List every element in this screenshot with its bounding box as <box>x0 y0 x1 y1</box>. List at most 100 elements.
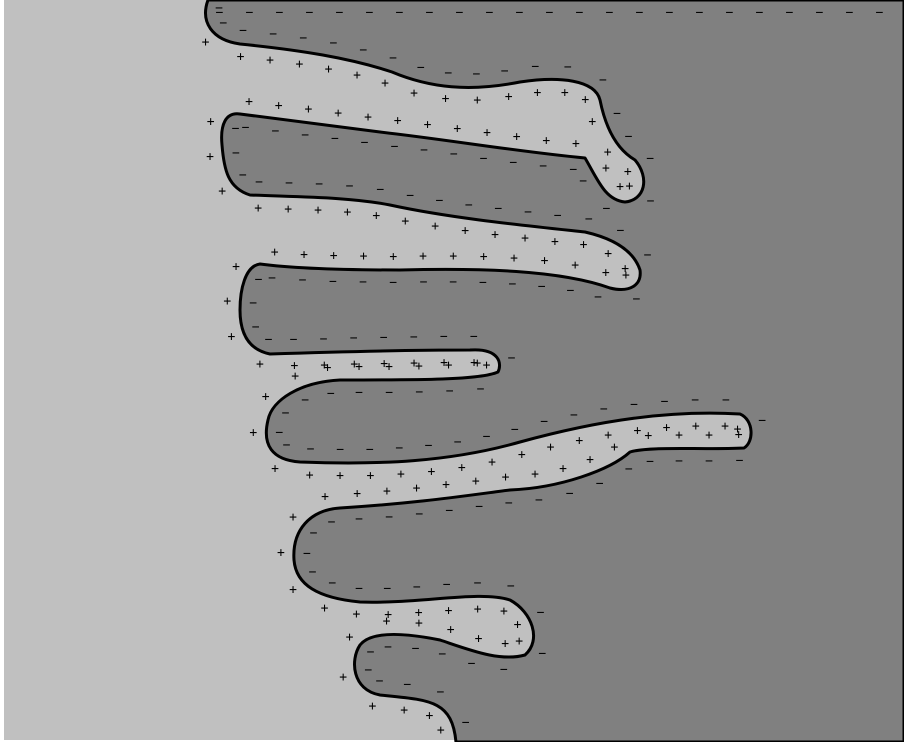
negative-charge-sign: − <box>691 393 699 408</box>
positive-charge-sign: + <box>622 268 630 283</box>
negative-charge-sign: − <box>364 663 372 678</box>
negative-charge-sign: − <box>359 43 367 58</box>
positive-charge-sign: + <box>401 214 409 229</box>
positive-charge-sign: + <box>453 121 461 136</box>
negative-charge-sign: − <box>444 66 452 81</box>
positive-charge-sign: + <box>389 250 397 265</box>
negative-charge-sign: − <box>309 565 317 580</box>
positive-charge-sign: + <box>580 238 588 253</box>
negative-charge-sign: − <box>355 386 363 401</box>
negative-charge-sign: − <box>328 515 336 530</box>
negative-charge-sign: − <box>485 6 493 21</box>
positive-charge-sign: + <box>330 249 338 264</box>
negative-charge-sign: − <box>531 60 539 75</box>
positive-charge-sign: + <box>513 130 521 145</box>
negative-charge-sign: − <box>524 205 532 220</box>
positive-charge-sign: + <box>321 601 329 616</box>
positive-charge-sign: + <box>610 440 618 455</box>
positive-charge-sign: + <box>541 254 549 269</box>
negative-charge-sign: − <box>758 414 766 429</box>
negative-charge-sign: − <box>239 24 247 39</box>
negative-charge-sign: − <box>331 132 339 147</box>
negative-charge-sign: − <box>474 576 482 591</box>
positive-charge-sign: + <box>480 249 488 264</box>
positive-charge-sign: + <box>624 165 632 180</box>
negative-charge-sign: − <box>271 124 279 139</box>
negative-charge-sign: − <box>440 330 448 345</box>
negative-charge-sign: − <box>875 6 883 21</box>
negative-charge-sign: − <box>385 385 393 400</box>
positive-charge-sign: + <box>336 469 344 484</box>
negative-charge-sign: − <box>299 273 307 288</box>
positive-charge-sign: + <box>675 428 683 443</box>
negative-charge-sign: − <box>509 155 517 170</box>
positive-charge-sign: + <box>262 389 270 404</box>
negative-charge-sign: − <box>329 275 337 290</box>
positive-charge-sign: + <box>586 453 594 468</box>
positive-charge-sign: + <box>633 423 641 438</box>
negative-charge-sign: − <box>785 6 793 21</box>
negative-charge-sign: − <box>406 188 414 203</box>
negative-charge-sign: − <box>346 179 354 194</box>
positive-charge-sign: + <box>227 329 235 344</box>
positive-charge-sign: + <box>559 461 567 476</box>
negative-charge-sign: − <box>646 152 654 167</box>
positive-charge-sign: + <box>385 359 393 374</box>
positive-charge-sign: + <box>410 86 418 101</box>
positive-charge-sign: + <box>472 474 480 489</box>
positive-charge-sign: + <box>366 468 374 483</box>
positive-charge-sign: + <box>616 180 624 195</box>
negative-charge-sign: − <box>535 493 543 508</box>
negative-charge-sign: − <box>384 640 392 655</box>
negative-charge-sign: − <box>367 645 375 660</box>
negative-charge-sign: − <box>415 507 423 522</box>
negative-charge-sign: − <box>242 120 250 135</box>
positive-charge-sign: + <box>381 76 389 91</box>
negative-charge-sign: − <box>365 6 373 21</box>
positive-charge-sign: + <box>445 358 453 373</box>
negative-charge-sign: − <box>303 546 311 561</box>
negative-charge-sign: − <box>350 331 358 346</box>
negative-charge-sign: − <box>275 6 283 21</box>
positive-charge-sign: + <box>343 205 351 220</box>
negative-charge-sign: − <box>436 685 444 700</box>
negative-charge-sign: − <box>395 6 403 21</box>
negative-charge-sign: − <box>579 174 587 189</box>
negative-charge-sign: − <box>383 581 391 596</box>
positive-charge-sign: + <box>461 224 469 239</box>
negative-charge-sign: − <box>635 6 643 21</box>
positive-charge-sign: + <box>295 57 303 72</box>
negative-charge-sign: − <box>625 462 633 477</box>
positive-charge-sign: + <box>245 95 253 110</box>
negative-charge-sign: − <box>545 6 553 21</box>
positive-charge-sign: + <box>266 53 274 68</box>
positive-charge-sign: + <box>575 433 583 448</box>
positive-charge-sign: + <box>339 670 347 685</box>
negative-charge-sign: − <box>445 504 453 519</box>
negative-charge-sign: − <box>355 581 363 596</box>
positive-charge-sign: + <box>488 455 496 470</box>
negative-charge-sign: − <box>538 279 546 294</box>
negative-charge-sign: − <box>232 122 240 137</box>
positive-charge-sign: + <box>501 637 509 652</box>
negative-charge-sign: − <box>380 331 388 346</box>
negative-charge-sign: − <box>515 6 523 21</box>
positive-charge-sign: + <box>735 428 743 443</box>
positive-charge-sign: + <box>572 137 580 152</box>
negative-charge-sign: − <box>569 162 577 177</box>
positive-charge-sign: + <box>581 92 589 107</box>
positive-charge-sign: + <box>360 249 368 264</box>
negative-charge-sign: − <box>438 647 446 662</box>
negative-charge-sign: − <box>539 159 547 174</box>
negative-charge-sign: − <box>269 27 277 42</box>
negative-charge-sign: − <box>385 510 393 525</box>
negative-charge-sign: − <box>468 656 476 671</box>
positive-charge-sign: + <box>445 603 453 618</box>
positive-charge-sign: + <box>561 86 569 101</box>
positive-charge-sign: + <box>721 419 729 434</box>
positive-charge-sign: + <box>383 614 391 629</box>
negative-charge-sign: − <box>462 716 470 731</box>
positive-charge-sign: + <box>400 703 408 718</box>
positive-charge-sign: + <box>475 631 483 646</box>
